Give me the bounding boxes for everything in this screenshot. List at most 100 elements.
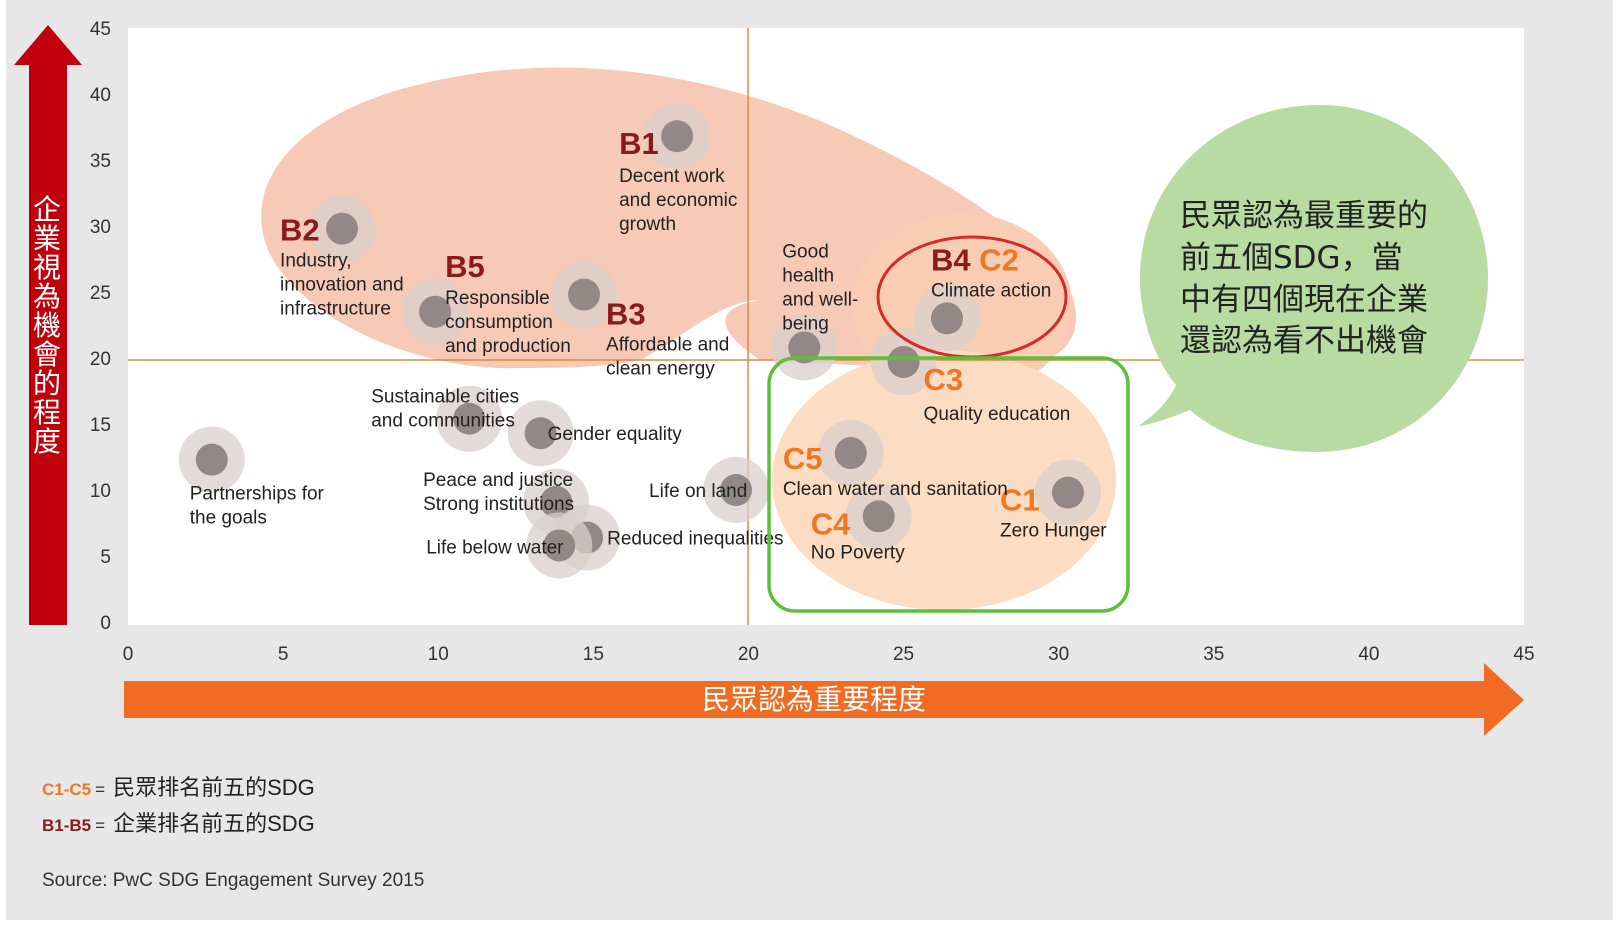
legend-public-code: C1-C5 <box>42 780 92 799</box>
point-label: Partnerships for the goals <box>190 484 325 529</box>
point-label-line: and production <box>445 336 571 357</box>
data-point <box>419 295 452 328</box>
data-point <box>887 345 920 378</box>
point-label: Life below water <box>426 537 564 558</box>
data-point <box>862 500 895 533</box>
point-code-part: B4 <box>931 242 971 277</box>
y-axis-label-char: 程 <box>33 396 61 429</box>
callout-line-3: 中有四個現在企業 <box>1180 282 1428 318</box>
y-tick-label: 30 <box>90 217 111 238</box>
point-label-line: being <box>782 313 829 334</box>
x-tick-label: 45 <box>1513 644 1534 665</box>
point-code-part: C1 <box>1000 483 1040 518</box>
point-code-part: B3 <box>606 297 646 332</box>
point-code: B2 <box>280 213 320 248</box>
point-label-line: consumption <box>445 312 553 333</box>
y-tick-label: 40 <box>90 85 111 106</box>
data-point <box>540 485 573 518</box>
point-label-line: Clean water and sanitation <box>783 479 1008 500</box>
point-code: C3 <box>924 362 964 397</box>
y-axis-label-char: 為 <box>33 280 61 313</box>
point-label-line: Reduced inequalities <box>607 529 783 550</box>
y-axis-label-char: 機 <box>33 309 61 342</box>
point-label-line: Decent work <box>619 166 725 187</box>
callout-bubble <box>1138 105 1488 452</box>
point-code-part: C4 <box>811 506 851 541</box>
x-tick-label: 25 <box>893 644 914 665</box>
point-label-line: the goals <box>190 508 267 529</box>
point-label: No Poverty <box>811 542 905 563</box>
callout-line-1: 民眾認為最重要的 <box>1180 198 1428 234</box>
x-tick-label: 30 <box>1048 644 1069 665</box>
point-code-part: C2 <box>971 242 1019 277</box>
point-code-part: B5 <box>445 249 485 284</box>
point-code: B3 <box>606 297 646 332</box>
point-label-line: growth <box>619 214 676 235</box>
data-points <box>178 103 1101 579</box>
point-code: B4 C2 <box>931 242 1019 277</box>
point-label-line: Strong institutions <box>423 494 574 515</box>
callout-text: 民眾認為最重要的 前五個SDG，當 中有四個現在企業 還認為看不出機會 <box>1180 198 1438 359</box>
y-axis-label-char: 會 <box>33 338 61 371</box>
data-point <box>543 529 576 562</box>
point-label: Reduced inequalities <box>607 529 783 550</box>
point-label: Gender equality <box>548 424 683 445</box>
point-label-line: Affordable and <box>606 335 729 356</box>
point-label-line: Industry, <box>280 251 351 272</box>
point-label-line: Life below water <box>426 537 564 558</box>
y-axis-label: 企業視為機會的程度 <box>33 193 61 458</box>
point-label-line: Life on land <box>649 481 747 502</box>
point-label-line: innovation and <box>280 275 404 296</box>
source-note: Source: PwC SDG Engagement Survey 2015 <box>42 870 425 891</box>
y-axis-label-char: 企 <box>33 193 61 226</box>
point-code-part: C3 <box>924 362 964 397</box>
point-label-line: Sustainable cities <box>371 387 519 408</box>
callout-line-4: 還認為看不出機會 <box>1180 323 1428 359</box>
y-axis-label-char: 業 <box>33 222 61 255</box>
data-point <box>195 443 228 476</box>
y-tick-label: 10 <box>90 481 111 502</box>
point-label-line: and well- <box>782 289 858 310</box>
data-point <box>834 437 867 470</box>
data-point <box>568 278 601 311</box>
point-label: Life on land <box>649 481 747 502</box>
x-tick-label: 10 <box>428 644 449 665</box>
x-tick-label: 35 <box>1203 644 1224 665</box>
point-code: B1 <box>619 126 659 161</box>
point-label-line: Zero Hunger <box>1000 521 1107 542</box>
point-label-line: clean energy <box>606 359 715 380</box>
point-label: Zero Hunger <box>1000 521 1107 542</box>
data-point <box>1051 476 1084 509</box>
point-label-line: Partnerships for <box>190 484 325 505</box>
x-tick-label: 0 <box>123 644 134 665</box>
y-tick-label: 35 <box>90 151 111 172</box>
y-axis-label-char: 的 <box>33 367 61 400</box>
x-tick-label: 20 <box>738 644 759 665</box>
x-axis-arrow <box>124 663 1524 736</box>
data-point <box>524 417 557 450</box>
point-label-line: Peace and justice <box>423 470 573 491</box>
data-point <box>720 474 753 506</box>
x-tick-label: 15 <box>583 644 604 665</box>
point-code: C4 <box>811 506 851 541</box>
legend-public-equals: = <box>95 780 106 799</box>
y-axis-arrow <box>14 25 82 625</box>
legend-business-code: B1-B5 <box>42 816 92 835</box>
y-axis-label-char: 度 <box>33 425 61 458</box>
x-tick-label: 5 <box>278 644 289 665</box>
point-label-line: health <box>782 265 834 286</box>
legend-business: B1-B5=企業排名前五的SDG <box>42 806 315 838</box>
point-code-part: C5 <box>783 441 823 476</box>
point-label-line: Climate action <box>931 280 1051 301</box>
y-tick-label: 5 <box>100 547 111 568</box>
y-tick-label: 15 <box>90 415 111 436</box>
legend-public-text: 民眾排名前五的SDG <box>113 775 315 800</box>
x-tick-label: 40 <box>1358 644 1379 665</box>
